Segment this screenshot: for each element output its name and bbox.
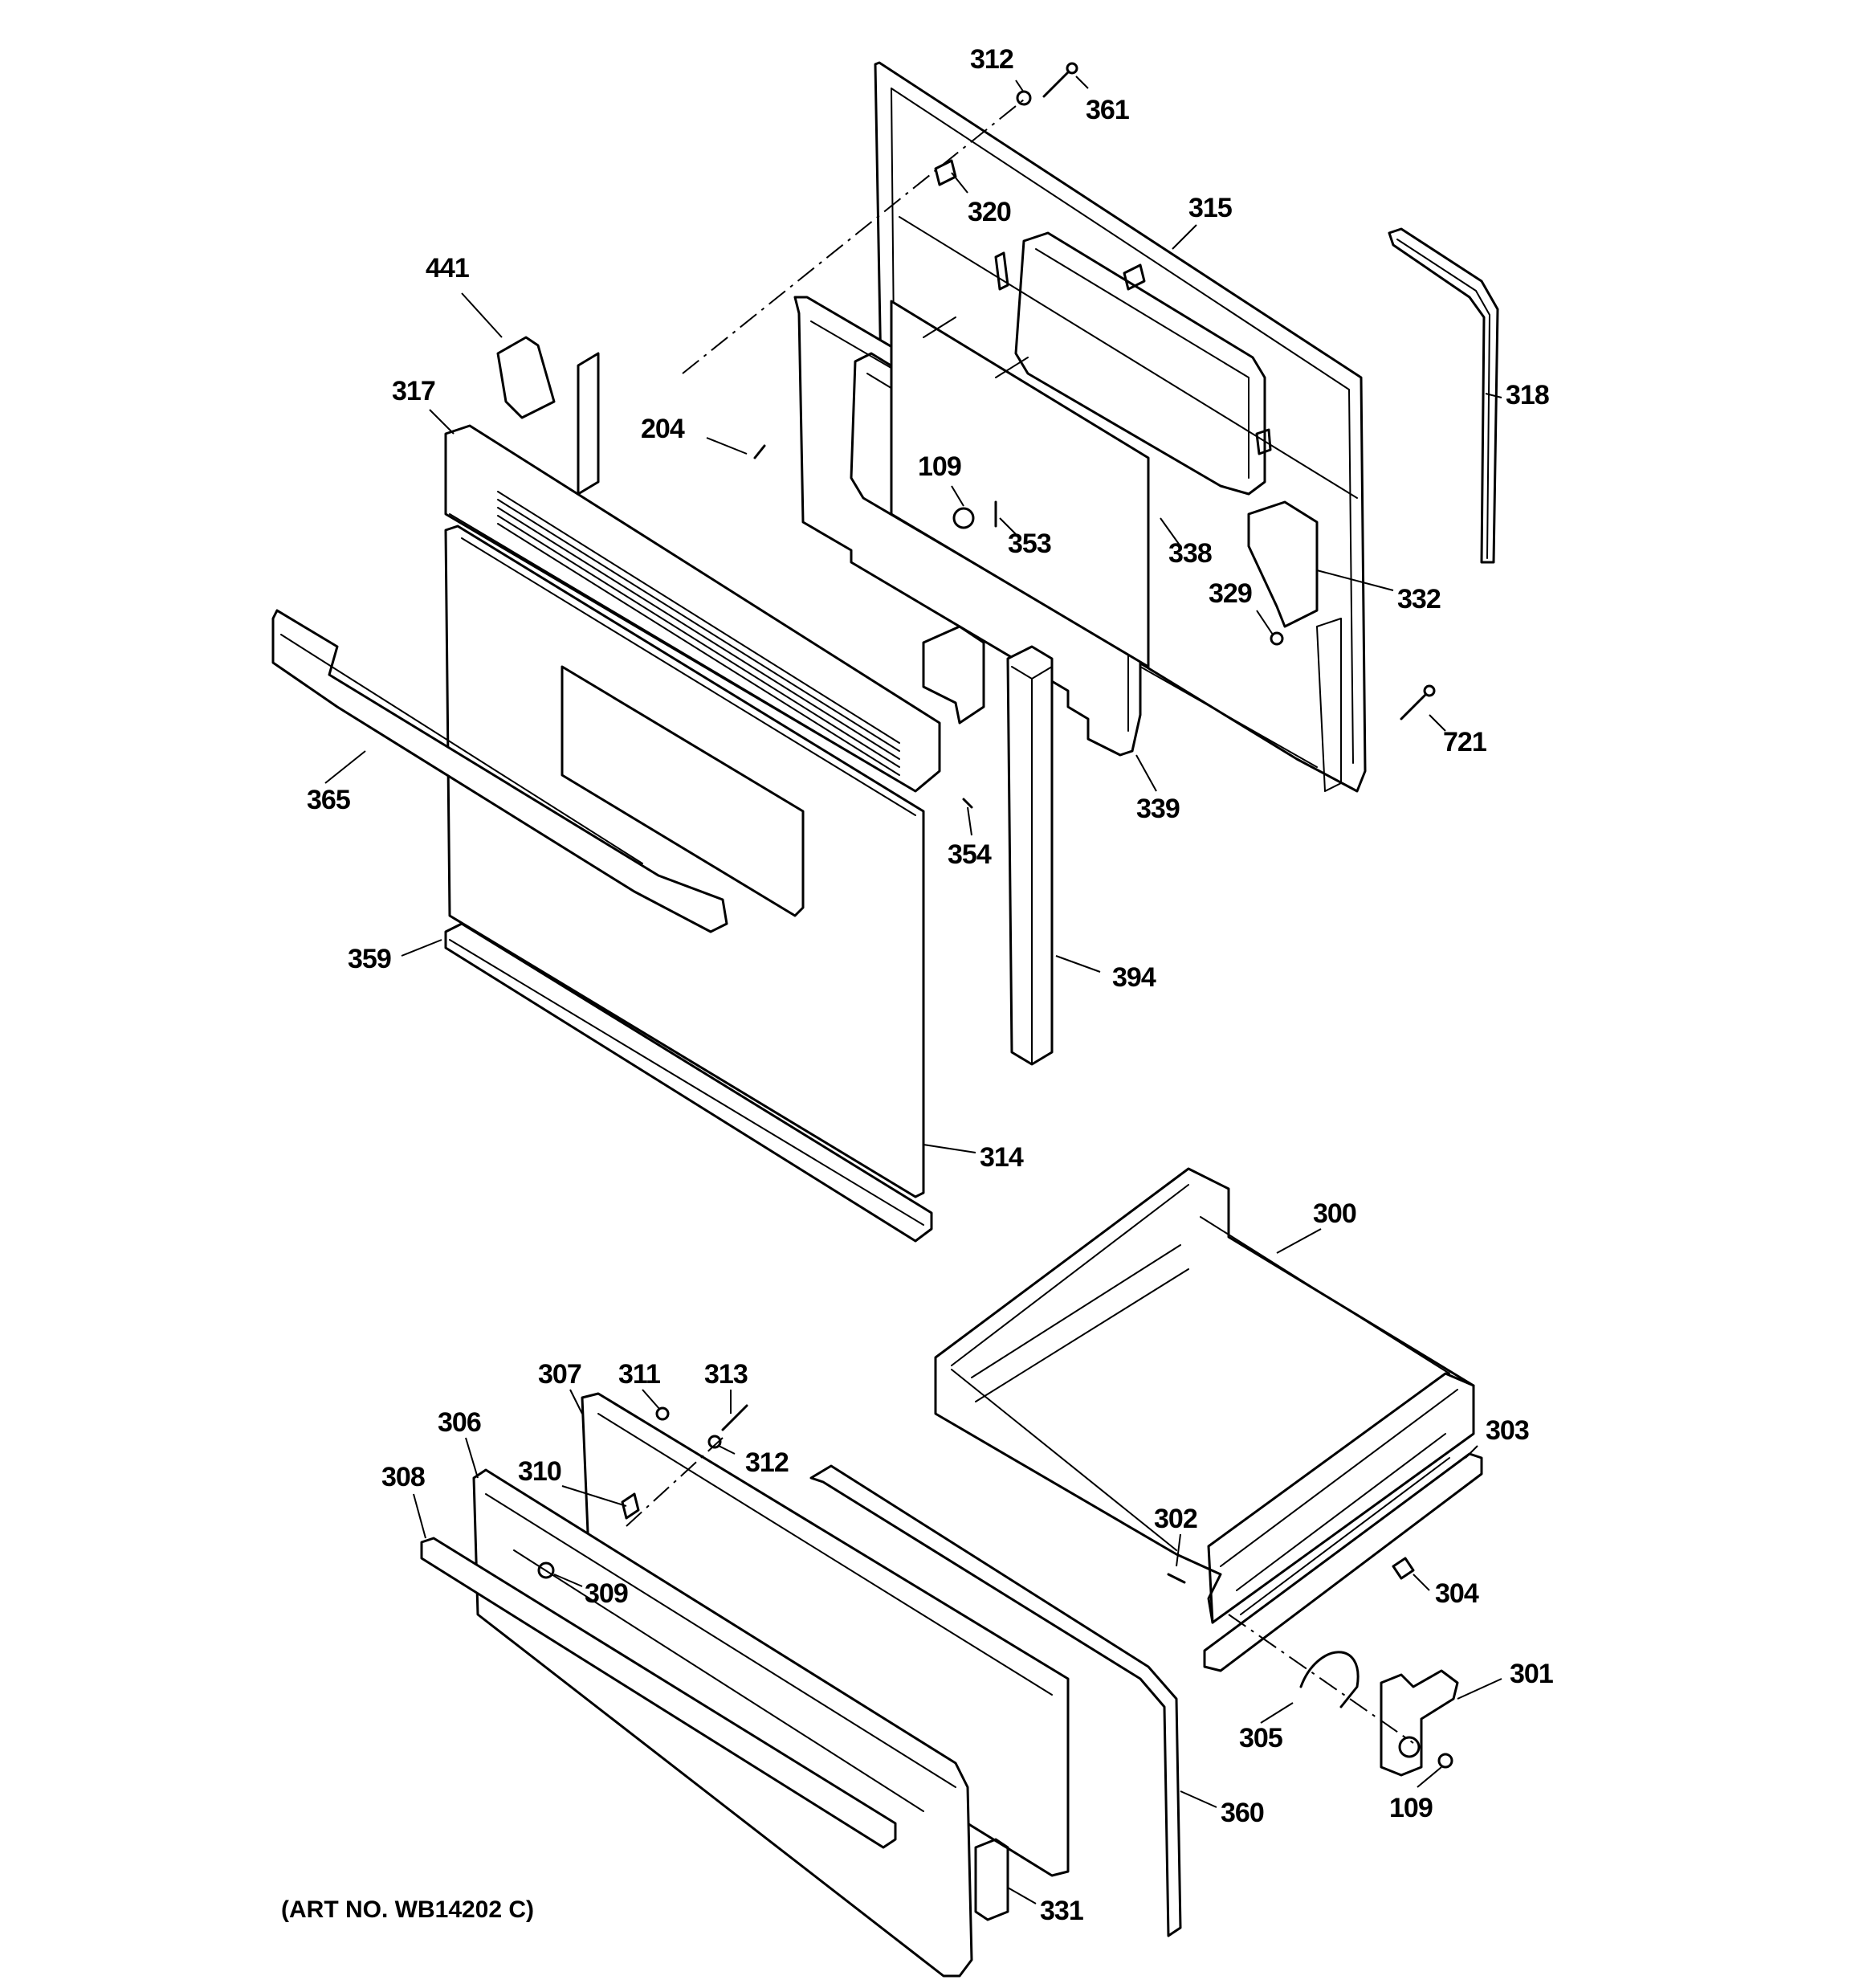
leader-lines xyxy=(324,76,1502,1904)
callout-314: 314 xyxy=(980,1142,1024,1173)
callout-315: 315 xyxy=(1188,193,1232,223)
callout-labels: 312 361 320 315 441 318 317 204 109 353 … xyxy=(307,44,1554,1926)
callout-301: 301 xyxy=(1510,1659,1553,1689)
callout-312-lower: 312 xyxy=(745,1447,789,1478)
callout-313: 313 xyxy=(704,1359,748,1390)
callout-318: 318 xyxy=(1506,380,1549,410)
door-glass xyxy=(890,300,1150,668)
callout-320: 320 xyxy=(968,197,1011,227)
screw-361 xyxy=(1042,71,1070,98)
washer-109-lower xyxy=(1437,1753,1453,1769)
drawer-fasteners xyxy=(537,1404,1186,1584)
screw-329 xyxy=(1270,631,1284,646)
spacer-310 xyxy=(621,1492,640,1520)
callout-300: 300 xyxy=(1313,1198,1356,1229)
nut-312-top xyxy=(1016,90,1032,106)
callout-304: 304 xyxy=(1435,1578,1479,1609)
drawer-clip xyxy=(1299,1651,1360,1708)
callout-331: 331 xyxy=(1040,1896,1083,1926)
assembly-centerline-bottom xyxy=(626,1437,724,1527)
drawer-handle-trim xyxy=(420,1537,897,1849)
door-handle xyxy=(271,609,728,933)
door-bottom-trim xyxy=(444,922,933,1243)
side-trim xyxy=(1388,227,1499,564)
callout-365: 365 xyxy=(307,785,350,815)
nut-312-lower xyxy=(707,1435,722,1449)
drawer-bumper xyxy=(1392,1557,1415,1580)
callout-204: 204 xyxy=(641,414,685,444)
callout-312-top: 312 xyxy=(970,44,1013,75)
callout-359: 359 xyxy=(348,944,391,974)
callout-306: 306 xyxy=(438,1407,481,1438)
art-number: (ART NO. WB14202 C) xyxy=(281,1896,534,1923)
drawer-body xyxy=(934,1167,1475,1624)
callout-339: 339 xyxy=(1136,794,1180,824)
insulation-block xyxy=(1247,500,1319,628)
screw-head-361 xyxy=(1066,62,1078,75)
lower-hinge-bracket xyxy=(922,625,985,725)
nut-311 xyxy=(655,1406,670,1421)
callout-305: 305 xyxy=(1239,1723,1282,1753)
fasteners xyxy=(753,62,1436,809)
door-vent-frame xyxy=(444,424,941,793)
callout-311: 311 xyxy=(618,1359,660,1390)
callout-308: 308 xyxy=(381,1462,425,1492)
door-hinge-bracket xyxy=(496,336,600,496)
screw-313 xyxy=(721,1404,748,1431)
callout-721: 721 xyxy=(1443,727,1486,757)
callout-303: 303 xyxy=(1486,1415,1529,1446)
door-side-channel xyxy=(1006,645,1054,1066)
drawer-gasket xyxy=(809,1464,1182,1937)
callout-109-lower: 109 xyxy=(1389,1793,1433,1823)
callout-309: 309 xyxy=(585,1578,628,1609)
oven-door-outer xyxy=(444,525,925,1198)
drawer-roller-bracket xyxy=(1380,1669,1459,1777)
callout-329: 329 xyxy=(1209,578,1252,609)
callout-109-upper: 109 xyxy=(918,451,961,482)
callout-360: 360 xyxy=(1221,1798,1264,1828)
screw-302 xyxy=(1167,1573,1186,1584)
callout-353: 353 xyxy=(1008,529,1051,559)
callout-354: 354 xyxy=(948,839,992,870)
callout-302: 302 xyxy=(1154,1504,1197,1534)
callout-310: 310 xyxy=(518,1456,561,1487)
callout-307: 307 xyxy=(538,1359,581,1390)
callout-338: 338 xyxy=(1168,538,1212,569)
callout-317: 317 xyxy=(392,376,435,406)
screw-721 xyxy=(1400,693,1427,720)
callout-332: 332 xyxy=(1397,584,1441,614)
screw-354 xyxy=(962,798,973,809)
washer-109-upper xyxy=(952,507,975,529)
grommet-309 xyxy=(537,1561,555,1579)
callout-361: 361 xyxy=(1086,95,1129,125)
assembly-centerline-roller xyxy=(1228,1614,1414,1744)
callout-394: 394 xyxy=(1112,962,1156,993)
drawer-bracket-331 xyxy=(974,1838,1009,1921)
screw-head-721 xyxy=(1423,684,1436,697)
screw-204 xyxy=(753,444,766,459)
callout-441: 441 xyxy=(426,253,469,284)
